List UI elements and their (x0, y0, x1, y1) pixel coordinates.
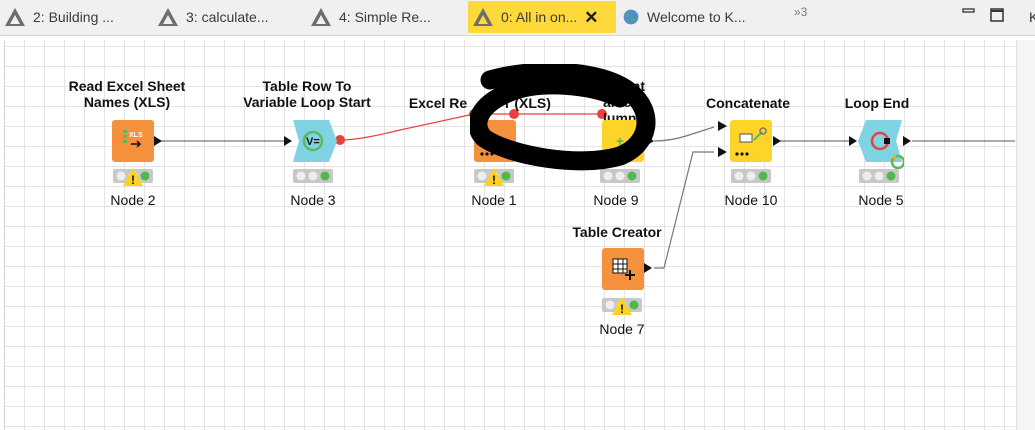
output-port (644, 263, 652, 273)
globe-icon (623, 9, 639, 25)
warning-icon: ! (484, 168, 504, 187)
svg-text:XLS: XLS (129, 132, 143, 139)
node-label[interactable]: Node 3 (290, 192, 336, 208)
minimize-icon[interactable] (962, 8, 976, 22)
workflow-triangle-icon (473, 8, 493, 26)
tab-label: 3: calculate... (186, 9, 269, 25)
close-icon[interactable]: ✕ (584, 7, 599, 27)
tab-label: 0: All in on... (501, 9, 578, 25)
input-port (284, 136, 292, 146)
node-label[interactable]: Node 10 (724, 192, 778, 208)
variable-port (597, 109, 607, 119)
loop-start-node-icon[interactable]: V= (293, 120, 337, 162)
tab-overflow-indicator[interactable]: »3 (794, 5, 808, 19)
workflow-canvas[interactable] (4, 40, 1015, 430)
svg-text:V=: V= (306, 136, 320, 148)
workflow-triangle-icon (5, 8, 25, 26)
node-title: Table Creator (572, 224, 662, 240)
warning-icon: ! (612, 297, 632, 316)
data-connection[interactable] (653, 126, 715, 142)
cut-off-panel-title: K (1029, 9, 1035, 25)
node-label[interactable]: Node 2 (110, 192, 156, 208)
svg-text:!: ! (131, 173, 135, 187)
input-port (718, 121, 727, 131)
workflow-triangle-icon (158, 8, 178, 26)
maximize-icon[interactable] (990, 8, 1004, 22)
table-creator-node-icon[interactable] (602, 248, 644, 290)
output-port (903, 136, 911, 146)
tab-welcome[interactable]: Welcome to K... (622, 1, 782, 33)
output-port (773, 136, 781, 146)
tab-label: 4: Simple Re... (339, 9, 431, 25)
concatenate-node-icon[interactable] (730, 120, 772, 162)
node-status-traffic-light (600, 169, 640, 183)
variable-port (335, 135, 345, 145)
node-label[interactable]: Node 7 (599, 321, 645, 337)
input-port (849, 136, 857, 146)
tab-workflow-0[interactable]: 0: All in on... ✕ (468, 1, 616, 33)
node-label[interactable]: Node 5 (858, 192, 904, 208)
tab-workflow-3[interactable]: 3: calculate... (157, 1, 307, 33)
input-port (718, 147, 727, 157)
data-connection[interactable] (654, 151, 714, 269)
node-label[interactable]: Node 1 (471, 192, 517, 208)
tab-label: 2: Building ... (33, 9, 114, 25)
flow-variable-connection[interactable] (339, 113, 475, 141)
output-port (154, 136, 162, 146)
node-status-traffic-light (859, 169, 899, 183)
node-title: Loop End (844, 95, 910, 111)
node-title: Concatenate (705, 95, 791, 111)
svg-text:!: ! (620, 302, 624, 316)
workflow-triangle-icon (311, 8, 331, 26)
excel-sheet-names-node-icon[interactable]: XLS (112, 120, 154, 162)
warning-icon: ! (123, 168, 143, 187)
redaction-scribble (470, 64, 656, 171)
tab-workflow-4[interactable]: 4: Simple Re... (310, 1, 460, 33)
svg-text:!: ! (492, 173, 496, 187)
node-status-traffic-light (731, 169, 771, 183)
loop-end-node-icon[interactable] (858, 120, 904, 172)
node-title: Excel Re (408, 95, 468, 111)
svg-text:+: + (616, 133, 624, 149)
node-status-traffic-light (293, 169, 333, 183)
tab-workflow-2[interactable]: 2: Building ... (4, 1, 154, 33)
editor-tab-bar: 2: Building ... 3: calculate... 4: Simpl… (0, 0, 1035, 36)
tab-label: Welcome to K... (647, 9, 746, 25)
vertical-scrollbar[interactable] (1016, 40, 1035, 430)
node-label[interactable]: Node 9 (593, 192, 639, 208)
variable-port (509, 109, 519, 119)
